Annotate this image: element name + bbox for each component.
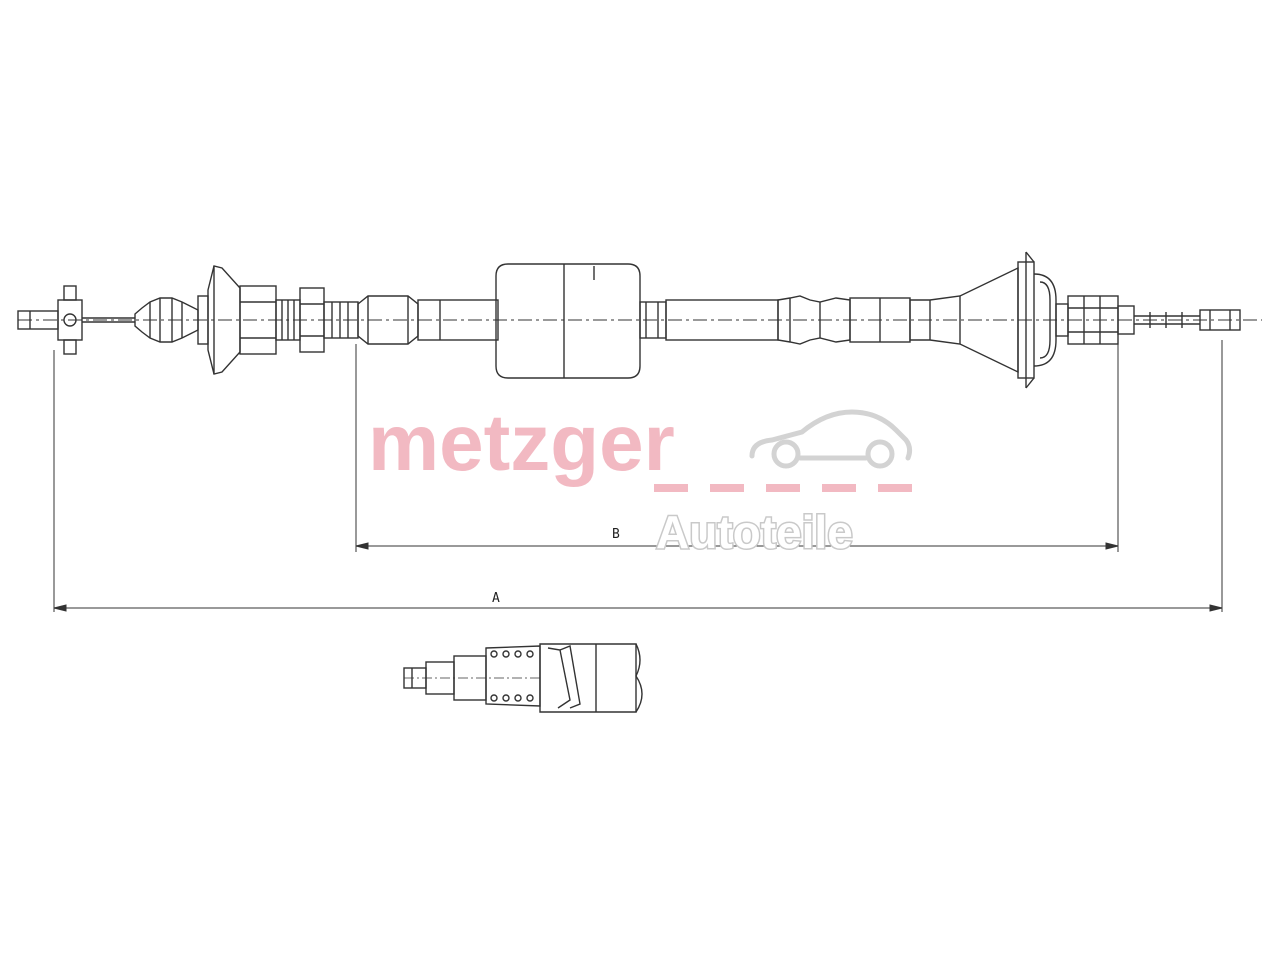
- car-outline-icon: [749, 409, 913, 469]
- dimension-label-a: A: [492, 591, 500, 606]
- left-end-fitting: [17, 285, 135, 355]
- metzger-watermark: metzger Autoteile: [368, 398, 913, 560]
- adjuster-nuts: [239, 285, 359, 355]
- watermark-brand: metzger: [368, 398, 675, 487]
- detail-view: [403, 643, 643, 713]
- watermark-dashes: [654, 484, 912, 492]
- sheath-ferrule: [357, 295, 499, 345]
- dimension-line-b: [355, 542, 1119, 550]
- extension-lines: [53, 340, 1223, 612]
- right-end-fitting: [1055, 295, 1241, 345]
- dimension-line-a: [53, 604, 1223, 612]
- watermark-tagline: Autoteile: [656, 506, 853, 558]
- dimension-label-b: B: [612, 527, 620, 542]
- damper-cylinder: [495, 263, 641, 379]
